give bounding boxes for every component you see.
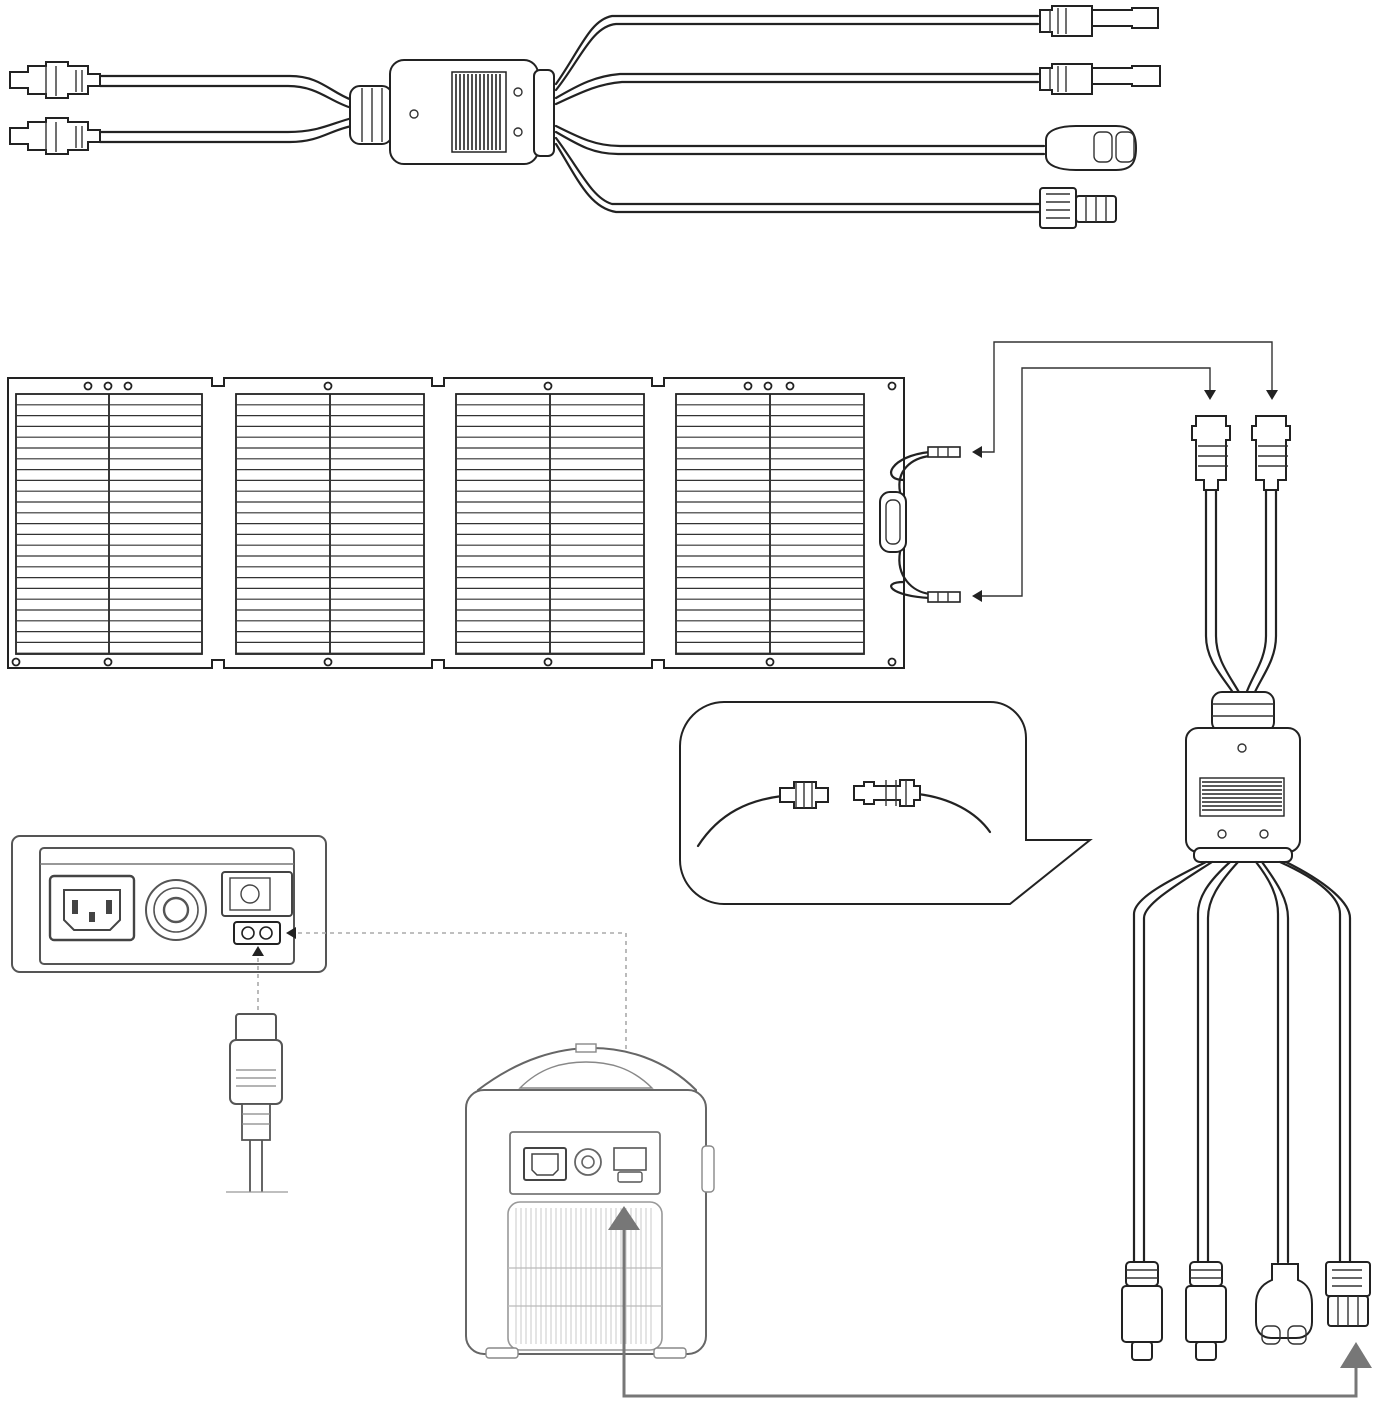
mounting-hole xyxy=(323,381,333,391)
mounting-hole xyxy=(11,657,21,667)
anderson-plug-icon xyxy=(1255,1263,1313,1345)
arrow-icon xyxy=(608,1206,640,1230)
mounting-hole xyxy=(103,657,113,667)
y-splitter-cable-vertical xyxy=(1121,415,1371,1361)
arrow-icon xyxy=(972,446,982,458)
y-splitter-cable xyxy=(9,5,1161,229)
splitter-hub xyxy=(349,59,555,165)
panel-to-splitter-lines xyxy=(972,341,1278,602)
mc4-connection-callout xyxy=(679,701,1093,905)
power-station-port-panel xyxy=(11,835,627,1193)
anderson-plug-icon xyxy=(1045,125,1138,171)
arrow-icon xyxy=(286,927,296,939)
mounting-hole xyxy=(785,381,795,391)
anderson-port-icon xyxy=(221,871,293,917)
mc4-connector-icon xyxy=(9,117,101,155)
arrow-icon xyxy=(1340,1342,1372,1368)
xt60-plug-icon xyxy=(1325,1261,1371,1327)
xt60-plug-icon xyxy=(226,1013,288,1193)
dc5521-plug-icon xyxy=(1121,1261,1163,1361)
mounting-hole xyxy=(103,381,113,391)
mounting-hole xyxy=(323,657,333,667)
mounting-hole xyxy=(887,657,897,667)
mc4-connector-icon xyxy=(9,61,101,99)
mc4-connector-icon xyxy=(853,779,921,807)
mounting-hole xyxy=(543,381,553,391)
mc4-connector-icon xyxy=(927,591,961,603)
power-station xyxy=(465,1043,715,1359)
arrow-icon xyxy=(1266,390,1278,400)
xt60-port-icon xyxy=(233,921,281,945)
foldable-solar-panel xyxy=(7,377,961,669)
mc4-connector-icon xyxy=(1251,415,1291,491)
ac-socket-icon xyxy=(48,874,136,942)
mounting-hole xyxy=(743,381,753,391)
mc4-connector-icon xyxy=(779,781,829,809)
xt60-plug-icon xyxy=(1039,187,1117,229)
arrow-icon xyxy=(1204,390,1216,400)
dc5521-plug-icon xyxy=(1039,5,1159,37)
dc-input-port-icon xyxy=(145,879,207,941)
mounting-hole xyxy=(123,381,133,391)
solar-panel-section xyxy=(675,393,865,655)
arrow-icon xyxy=(252,946,264,956)
station-to-splitter-arrow xyxy=(608,1206,1372,1398)
mounting-hole xyxy=(887,381,897,391)
dc5521-plug-icon xyxy=(1039,63,1161,95)
solar-panel-section xyxy=(15,393,203,655)
mounting-hole xyxy=(543,657,553,667)
mc4-connector-icon xyxy=(1191,415,1231,491)
mc4-connector-icon xyxy=(927,446,961,458)
solar-panel-section xyxy=(455,393,645,655)
arrow-icon xyxy=(972,590,982,602)
dc5521-plug-icon xyxy=(1185,1261,1227,1361)
mounting-hole xyxy=(765,657,775,667)
solar-panel-section xyxy=(235,393,425,655)
mounting-hole xyxy=(763,381,773,391)
mounting-hole xyxy=(83,381,93,391)
